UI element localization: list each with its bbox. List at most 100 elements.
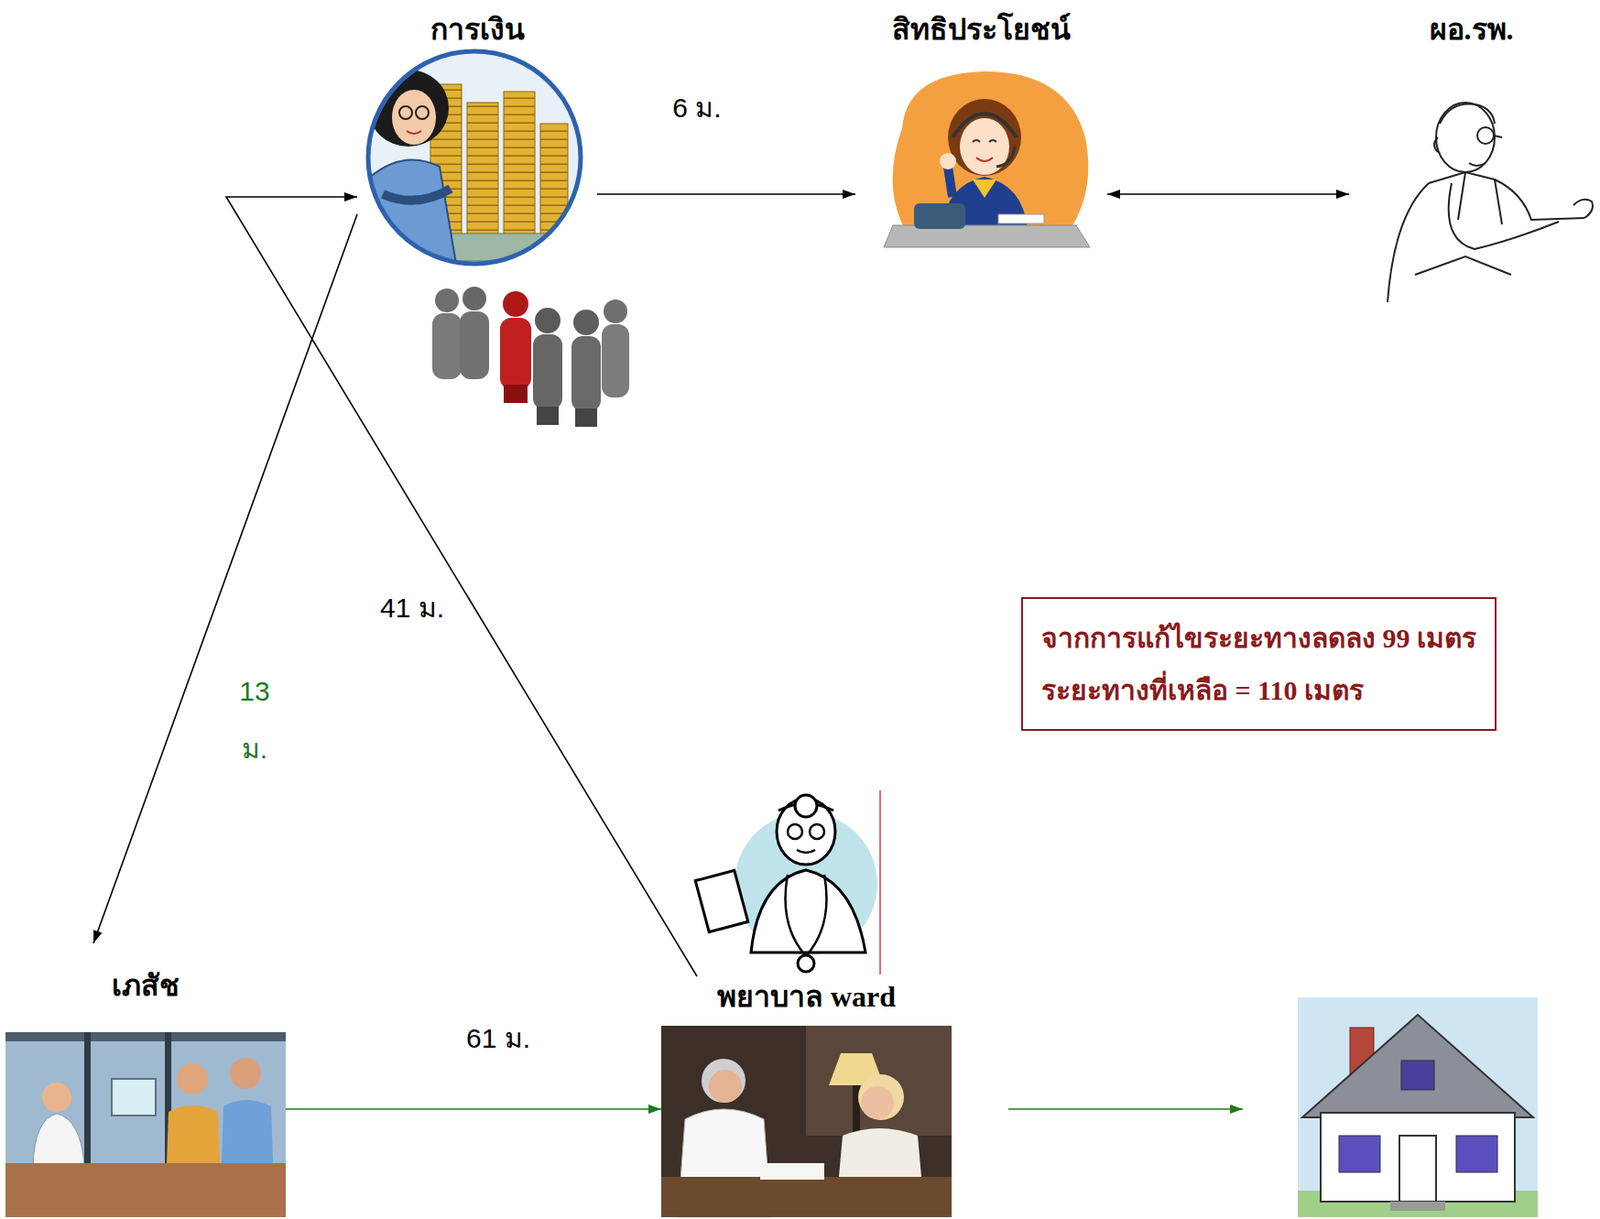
director-sketch	[1448, 183, 1559, 250]
director-sketch	[1436, 102, 1495, 173]
distance-label: 6 ม.	[672, 86, 721, 130]
benefits-station: สิทธิประโยชน์	[855, 9, 1108, 257]
finance-picture	[368, 51, 581, 264]
nurse-icon	[695, 790, 881, 975]
nurse-icon	[787, 824, 803, 839]
benefits-picture	[883, 225, 1090, 248]
director-sketch	[1439, 104, 1495, 124]
director-station: ผอ.รพ.	[1349, 9, 1594, 312]
nurse-icon	[809, 824, 825, 839]
ward-station: พยาบาล ward	[661, 976, 952, 1219]
note-box: จากการแก้ไขระยะทางลดลง 99 เมตรระยะทางที่…	[1021, 597, 1497, 731]
finance-picture	[382, 188, 451, 201]
connector-arrow	[93, 214, 358, 944]
queue-picture	[500, 317, 532, 390]
queue-picture	[435, 288, 459, 313]
finance-picture	[368, 51, 581, 264]
pharmacy-photo	[84, 1032, 91, 1165]
house-picture	[1302, 1014, 1534, 1118]
pharmacy-photo	[5, 1163, 286, 1218]
director-sketch	[1493, 135, 1503, 138]
finance-picture	[467, 102, 499, 240]
director-sketch	[1458, 172, 1503, 225]
house-picture	[1338, 1135, 1381, 1173]
nurse-icon	[796, 849, 816, 853]
queue-picture	[534, 307, 561, 334]
house-picture	[1456, 1135, 1498, 1173]
node-text: พยาบาล ward	[717, 979, 896, 1014]
queue-picture	[432, 313, 462, 380]
queue-picture	[536, 406, 559, 425]
finance-picture	[503, 91, 535, 240]
nurse-icon	[794, 794, 817, 817]
queue-picture	[533, 334, 563, 410]
finance-picture	[540, 123, 568, 240]
ward-photo	[661, 1176, 952, 1218]
connector-arrow	[597, 193, 856, 196]
home-arrow	[1008, 1108, 1243, 1111]
queue-picture	[502, 291, 529, 317]
director-sketch	[1387, 183, 1429, 303]
node-text: สิทธิประโยชน์	[892, 12, 1071, 47]
benefits-picture	[952, 113, 1017, 138]
benefits-picture	[914, 203, 966, 229]
nurse-icon	[785, 874, 828, 957]
benefits-picture	[883, 71, 1090, 248]
distance-label: 13 ม.	[228, 662, 281, 778]
finance-station: การเงิน	[357, 9, 598, 271]
house-picture	[1297, 997, 1538, 1218]
connector-arrow	[1107, 193, 1350, 196]
pharmacy-photo	[229, 1057, 262, 1089]
nurse-icon	[695, 870, 749, 932]
queue-picture	[603, 299, 628, 324]
pharmacy-photo	[5, 1032, 286, 1218]
pharmacy-photo	[42, 1082, 72, 1112]
director-sketch	[1414, 256, 1512, 275]
pharmacy-station: เภสัช	[5, 943, 286, 1219]
house-picture	[1297, 997, 1538, 1218]
node-text: ผอ.รพ.	[1429, 12, 1514, 47]
pharmacy-photo	[176, 1063, 208, 1095]
house-picture	[1399, 1135, 1437, 1202]
ward-photo	[708, 1069, 742, 1103]
benefits-picture	[947, 98, 1022, 176]
finance-picture	[415, 106, 429, 120]
queue-picture	[601, 324, 630, 398]
benefits-picture	[976, 157, 993, 162]
finance-picture	[391, 89, 436, 145]
node-text: จากการแก้ไขระยะทางลดลง 99 เมตร	[1041, 611, 1477, 664]
queue-picture	[575, 408, 598, 427]
director-sketch	[1387, 102, 1593, 303]
queue-picture	[503, 384, 528, 403]
ward-photo	[661, 1025, 952, 1218]
finance-picture	[399, 106, 413, 120]
pharmacy-photo	[5, 1032, 286, 1218]
pharmacy-photo	[32, 1113, 85, 1165]
benefits-picture	[998, 214, 1045, 224]
pharmacy-photo	[5, 1032, 286, 1042]
queue-picture	[573, 309, 599, 336]
director-sketch	[1469, 163, 1486, 166]
ward-photo	[661, 1025, 952, 1218]
benefits-picture	[947, 166, 953, 197]
node-text: ระยะทางที่เหลือ = 110 เมตร	[1041, 663, 1477, 717]
director-sketch	[1477, 127, 1494, 144]
ward-photo	[805, 1025, 952, 1136]
nurse-icon	[751, 870, 866, 953]
connector-group	[93, 194, 1350, 1110]
connector-arrow	[285, 1108, 662, 1111]
ward-photo	[858, 1074, 904, 1121]
house-picture	[1320, 1112, 1515, 1202]
finance-picture	[364, 51, 581, 275]
benefits-picture	[972, 179, 997, 198]
benefits-picture	[939, 152, 957, 170]
distance-label: 41 ม.	[380, 586, 445, 630]
queue-picture	[571, 336, 601, 412]
house-picture	[1401, 1060, 1435, 1090]
pharmacy-photo	[111, 1078, 156, 1116]
ward-photo	[860, 1086, 894, 1120]
